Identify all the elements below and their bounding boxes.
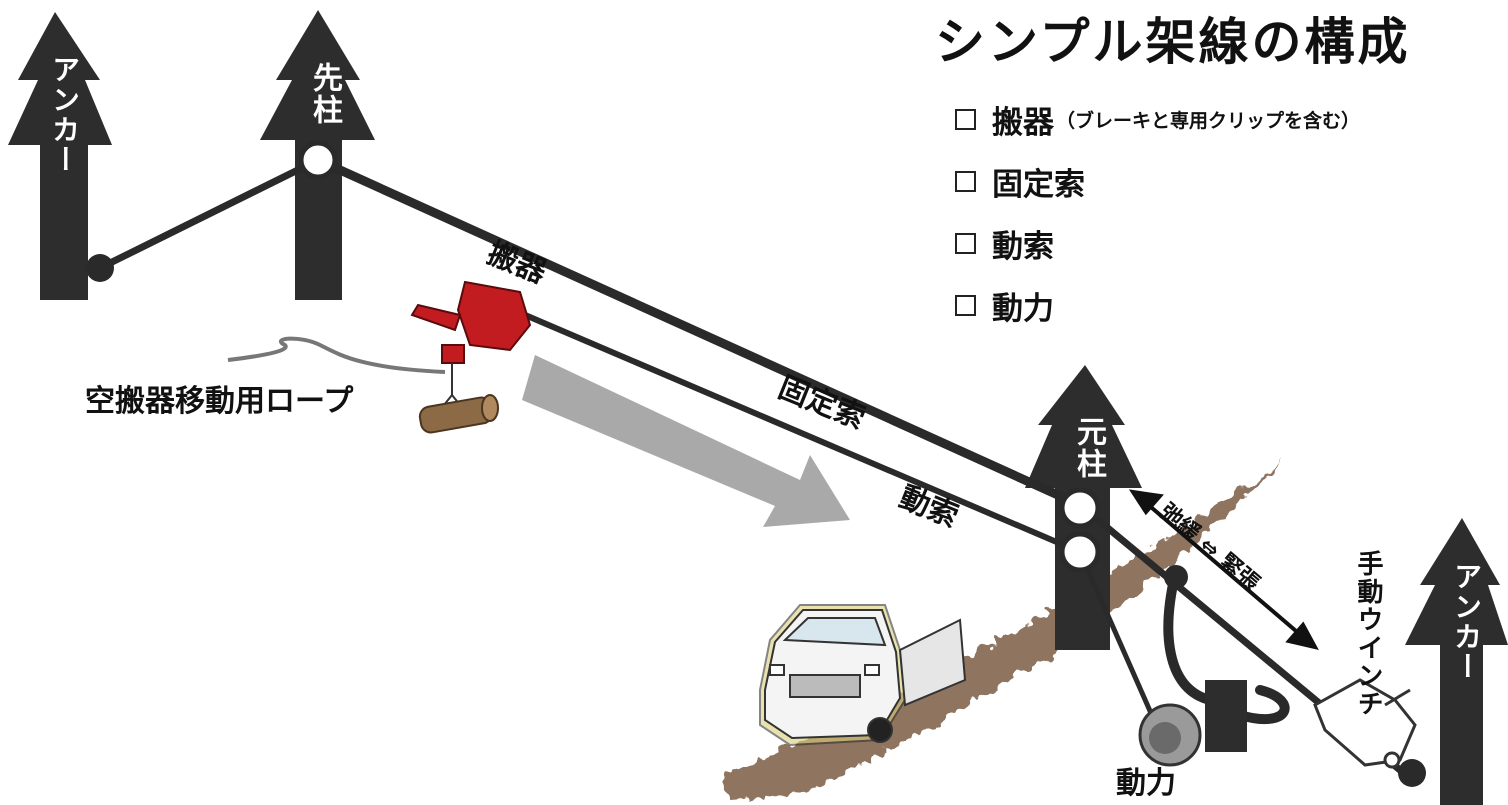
- legend-label: 動力: [992, 290, 1054, 327]
- tail-spar-label: 先柱: [307, 62, 342, 126]
- checkbox-icon: [955, 232, 976, 254]
- hand-winch-icon: [1313, 678, 1417, 769]
- page-title: シンプル架線の構成: [935, 13, 1411, 71]
- pulley-head-upper: [1059, 487, 1101, 529]
- anchor-tree-right: [1405, 518, 1508, 805]
- legend-item-power: 動力: [955, 274, 1360, 336]
- checkbox-icon: [955, 108, 976, 130]
- hand-winch-label: 手動ウインチ: [1353, 550, 1383, 718]
- anchor-label-left: アンカー: [48, 55, 81, 175]
- truck-icon: [759, 604, 967, 747]
- checkbox-icon: [955, 170, 976, 192]
- checkbox-icon: [955, 294, 976, 316]
- legend-label: 搬器: [992, 104, 1054, 141]
- power-label: 動力: [1116, 766, 1176, 801]
- anchor-tree-left: [8, 12, 112, 300]
- slack-tension-arrow: [1128, 489, 1319, 650]
- direction-arrow: [522, 355, 850, 527]
- carriage-icon: [410, 280, 532, 411]
- anchor-knot-left: [86, 254, 114, 282]
- legend-item-carriage: 搬器 （ブレーキと専用クリップを含む）: [955, 88, 1360, 150]
- legend-label: 動索: [992, 228, 1054, 265]
- empty-carriage-rope-label: 空搬器移動用ロープ: [85, 384, 354, 419]
- pulley-tail-spar: [298, 140, 338, 180]
- legend-item-skyline: 固定索: [955, 150, 1360, 212]
- pulley-head-lower: [1059, 531, 1101, 573]
- legend-label: 固定索: [992, 166, 1085, 203]
- guide-block: [1164, 565, 1188, 589]
- legend: 搬器 （ブレーキと専用クリップを含む） 固定索 動索 動力: [955, 88, 1360, 336]
- power-unit-icon: [1138, 680, 1247, 767]
- empty-carriage-rope: [227, 336, 446, 374]
- anchor-label-right: アンカー: [1450, 562, 1483, 682]
- log-icon: [418, 394, 499, 434]
- head-spar-label: 元柱: [1071, 416, 1106, 480]
- legend-item-running-line: 動索: [955, 212, 1360, 274]
- anchor-knot-right: [1398, 759, 1426, 787]
- legend-note: （ブレーキと専用クリップを含む）: [1056, 109, 1361, 132]
